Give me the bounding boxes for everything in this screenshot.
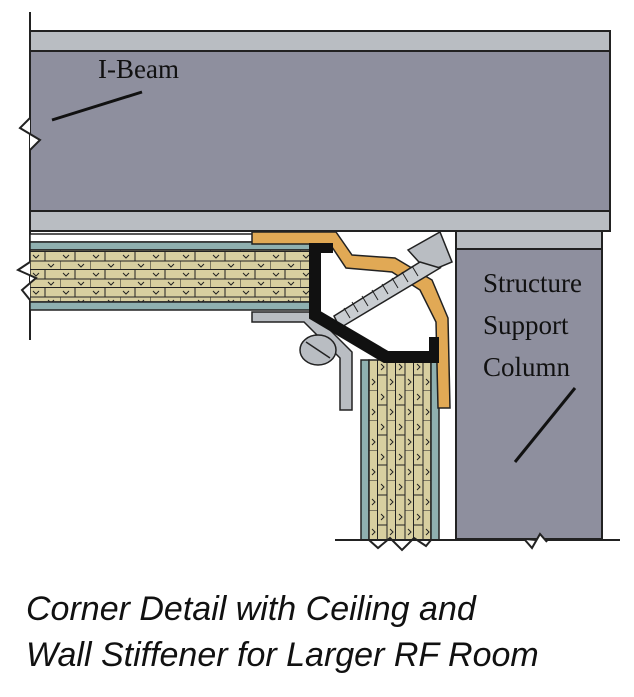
break-mark	[18, 117, 42, 151]
screw-slot	[305, 341, 331, 359]
ceiling-core	[29, 249, 313, 303]
ceiling-break-mark	[15, 261, 38, 301]
caption-line2: Wall Stiffener for Larger RF Room	[26, 636, 539, 674]
column-break-mark	[524, 532, 548, 550]
ibeam-leader	[51, 90, 143, 122]
column-label-line2: Support	[483, 310, 569, 340]
support-column	[455, 230, 603, 540]
caption-line1: Corner Detail with Ceiling and	[26, 590, 476, 628]
column-body	[455, 248, 603, 540]
i-beam	[18, 12, 611, 340]
column-label-line1: Structure	[483, 268, 582, 298]
column-label-line3: Column	[483, 352, 571, 382]
wall-core	[368, 359, 432, 541]
ceiling-skin-bottom	[29, 301, 313, 311]
i-beam-web	[29, 50, 611, 212]
i-beam-bottom-flange	[29, 210, 611, 232]
diagonal-screw	[333, 230, 453, 330]
ibeam-label: I-Beam	[98, 54, 179, 84]
stiffener-channel	[309, 243, 439, 363]
i-beam-top-flange	[29, 30, 611, 52]
wall-skin-left	[360, 359, 370, 541]
column-cap	[455, 230, 603, 250]
ceiling-panel	[15, 233, 313, 311]
column-leader	[513, 387, 577, 463]
figure-caption: Corner Detail with Ceiling and Wall Stif…	[26, 586, 626, 678]
